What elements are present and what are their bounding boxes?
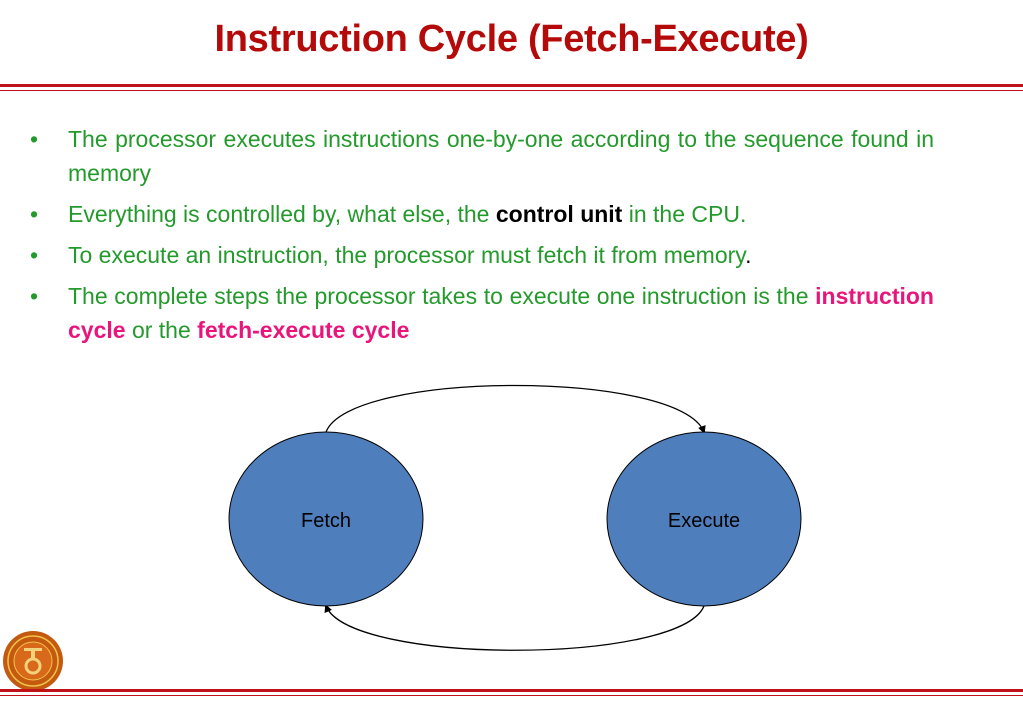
bullet-item: • To execute an instruction, the process…: [30, 238, 934, 272]
slide-title: Instruction Cycle (Fetch-Execute): [214, 18, 809, 60]
top-divider-thin: [0, 90, 1023, 91]
bottom-divider-thick: [0, 689, 1023, 692]
bullet-text: The complete steps the processor takes t…: [68, 283, 816, 309]
bullet-dot-icon: •: [30, 201, 39, 227]
bullet-text: To execute an instruction, the processor…: [68, 242, 746, 268]
bullet-text: or the: [125, 317, 198, 343]
execute-node: [606, 431, 802, 607]
bullet-dot-icon: •: [30, 283, 39, 309]
bullet-list: • The processor executes instructions on…: [30, 122, 934, 354]
execute-label: Execute: [668, 510, 740, 532]
bullet-period: .: [745, 242, 752, 268]
university-seal-icon: [3, 631, 63, 691]
bullet-item: • Everything is controlled by, what else…: [30, 197, 934, 231]
arrow-execute-to-fetch: [324, 604, 705, 651]
bullet-text: Everything is controlled by, what else, …: [68, 201, 496, 227]
bottom-divider-thin: [0, 695, 1023, 696]
bullet-dot-icon: •: [30, 126, 39, 152]
bullet-emphasis: fetch-execute cycle: [197, 317, 410, 343]
bullet-item: • The processor executes instructions on…: [30, 122, 934, 190]
fetch-node: [228, 431, 424, 607]
bullet-item: • The complete steps the processor takes…: [30, 279, 934, 347]
fetch-label: Fetch: [301, 510, 351, 532]
bullet-emphasis: instruction cycle: [68, 283, 934, 343]
bullet-text: in the CPU.: [622, 201, 747, 227]
bullet-emphasis: control unit: [495, 201, 623, 227]
top-divider-thick: [0, 84, 1023, 87]
bullet-dot-icon: •: [30, 242, 39, 268]
arrow-fetch-to-execute: [325, 384, 706, 434]
bullet-text: The processor executes instructions one-…: [68, 126, 934, 186]
